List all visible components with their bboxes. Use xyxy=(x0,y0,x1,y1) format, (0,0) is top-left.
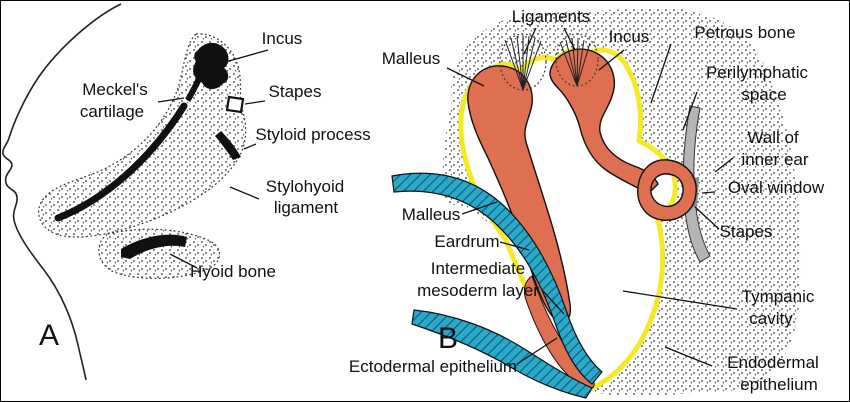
hyoid-region-band xyxy=(98,228,221,279)
label-wall-1: Wall of xyxy=(747,128,799,147)
meckels-cartilage-bar xyxy=(54,102,188,222)
leader-petrous xyxy=(650,43,672,104)
leader-incus-b xyxy=(598,49,625,71)
label-perilymphatic-1: Perilymphatic xyxy=(706,63,809,82)
leader-ligaments-2 xyxy=(563,27,576,51)
leader-hyoid xyxy=(169,253,198,269)
label-petrous: Petrous bone xyxy=(694,23,795,42)
label-wall-2: inner ear xyxy=(741,150,808,169)
label-tympanic-2: cavity xyxy=(749,309,793,328)
ligament-fans xyxy=(499,33,599,91)
label-ligaments: Ligaments xyxy=(512,7,590,26)
leader-styloid xyxy=(243,143,257,150)
label-oval-window: Oval window xyxy=(728,178,825,197)
ectoderm-band-upper xyxy=(391,172,603,385)
stapes-b-shape xyxy=(637,159,697,221)
leader-perilymphatic xyxy=(682,91,698,131)
leader-ligaments-1 xyxy=(523,27,537,55)
label-incus-b: Incus xyxy=(609,27,650,46)
ligament-fan-1 xyxy=(504,35,542,91)
panel-b: Ligaments Malleus Incus Petrous bone Per… xyxy=(349,7,825,399)
leader-meckels xyxy=(157,97,185,103)
leader-tympanic xyxy=(622,290,738,310)
ligament-fan-2 xyxy=(559,37,591,87)
panel-a-leader-lines xyxy=(157,49,269,269)
label-intermediate-1: Intermediate xyxy=(431,259,526,278)
panel-b-leader-lines xyxy=(446,27,738,367)
leader-incus-a xyxy=(217,49,269,65)
label-incus-a: Incus xyxy=(262,29,303,48)
label-meckels-1: Meckel's xyxy=(82,80,148,99)
leader-ectodermal xyxy=(516,337,558,365)
label-malleus-left: Malleus xyxy=(402,205,461,224)
leader-wall xyxy=(714,157,734,173)
label-stylohyoid-2: ligament xyxy=(274,198,339,217)
panel-a-letter: A xyxy=(39,319,59,352)
label-perilymphatic-2: space xyxy=(741,85,786,104)
label-endodermal-2: epithelium xyxy=(740,375,818,394)
leader-eardrum xyxy=(499,241,530,251)
label-stylohyoid-1: Stylohyoid xyxy=(266,177,344,196)
label-ectodermal: Ectodermal epithelium xyxy=(349,357,517,376)
panel-a: Incus Meckel's cartilage Stapes Styloid … xyxy=(2,3,371,381)
label-styloid: Styloid process xyxy=(255,125,370,144)
label-meckels-2: cartilage xyxy=(80,102,144,121)
label-stapes-a: Stapes xyxy=(269,82,322,101)
stapes-a-shape xyxy=(225,95,245,114)
leader-endodermal xyxy=(664,346,713,367)
leader-malleus-left xyxy=(461,201,498,215)
leader-stapes-b xyxy=(694,206,720,230)
leader-intermediate xyxy=(542,290,565,315)
leader-stapes-a xyxy=(244,100,266,105)
label-tympanic-1: Tympanic xyxy=(742,287,815,306)
meckels-cartilage-tip xyxy=(186,76,202,101)
label-eardrum: Eardrum xyxy=(434,232,499,251)
leader-oval-window xyxy=(701,191,716,194)
incus-a-shape xyxy=(193,42,229,90)
label-stapes-b: Stapes xyxy=(720,222,773,241)
hyoid-bone-shape xyxy=(121,234,187,259)
label-hyoid: Hyoid bone xyxy=(190,262,276,281)
ectoderm-band-lower xyxy=(411,309,593,399)
leader-malleus-top xyxy=(446,67,485,87)
label-intermediate-2: mesoderm layer xyxy=(417,281,539,300)
label-endodermal-1: Endodermal xyxy=(727,353,819,372)
leader-stylohyoid xyxy=(229,186,260,200)
head-profile-outline xyxy=(2,3,122,381)
label-malleus-top: Malleus xyxy=(382,49,441,68)
panel-b-letter: B xyxy=(438,322,458,355)
styloid-process-shape xyxy=(215,131,241,160)
inner-ear-wall-shape xyxy=(682,105,711,263)
